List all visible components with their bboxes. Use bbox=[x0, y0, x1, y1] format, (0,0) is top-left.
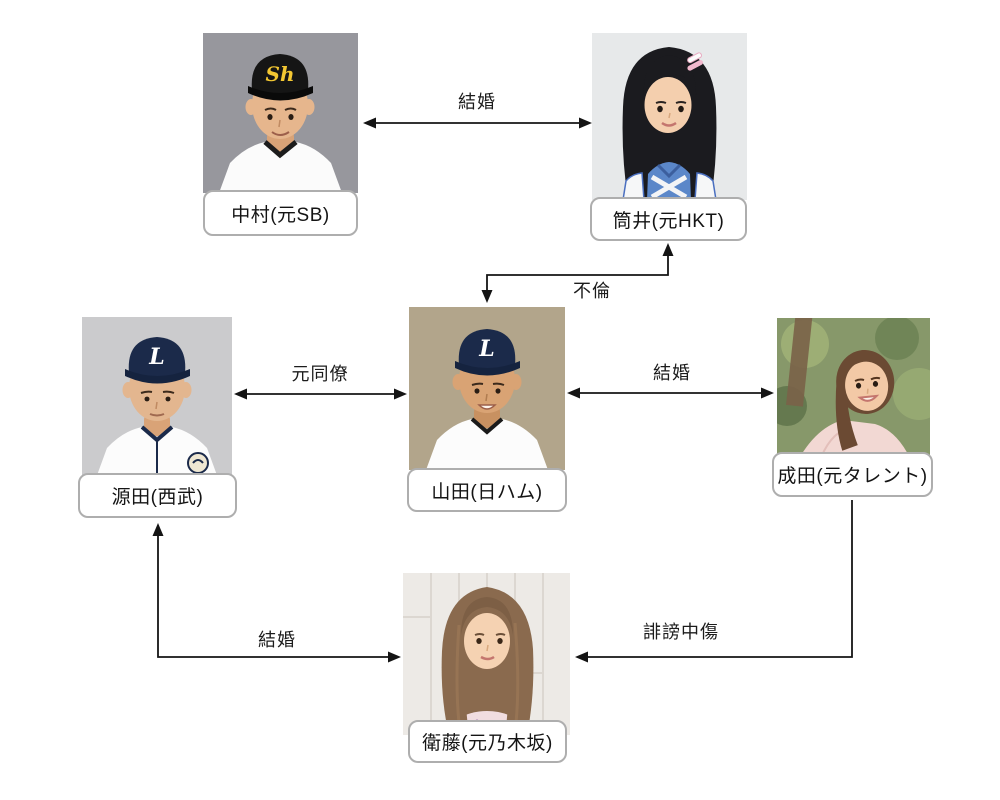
person-card-yamada: L 山田(日ハム) bbox=[407, 307, 567, 512]
person-card-tsutsui: 筒井(元HKT) bbox=[590, 33, 747, 241]
eto-name-label: 衛藤(元乃木坂) bbox=[408, 720, 567, 763]
narita-photo bbox=[777, 318, 930, 470]
narita-head bbox=[835, 350, 895, 451]
person-card-eto: 衛藤(元乃木坂) bbox=[403, 573, 570, 763]
nakamura-name-label: 中村(元SB) bbox=[203, 190, 358, 236]
yamada-photo: L bbox=[409, 307, 565, 470]
eto-photo bbox=[403, 573, 570, 735]
tsutsui-name-label: 筒井(元HKT) bbox=[590, 197, 747, 241]
label-tsutsui-yamada: 不倫 bbox=[573, 281, 611, 301]
label-genda-yamada: 元同僚 bbox=[291, 364, 349, 384]
tsutsui-photo bbox=[592, 33, 747, 200]
edge-yamada-narita bbox=[567, 387, 774, 399]
nakamura-photo: Sh bbox=[203, 33, 358, 193]
genda-cap-logo: L bbox=[148, 344, 164, 370]
person-card-narita: 成田(元タレント) bbox=[772, 318, 933, 497]
yamada-name-label: 山田(日ハム) bbox=[407, 468, 567, 512]
narita-name-label: 成田(元タレント) bbox=[772, 452, 933, 497]
edge-nakamura-tsutsui bbox=[363, 117, 592, 129]
genda-photo: L bbox=[82, 317, 232, 478]
nakamura-cap-logo: Sh bbox=[266, 62, 295, 86]
person-card-nakamura: Sh 中村(元SB) bbox=[203, 33, 358, 236]
tsutsui-hair-clips bbox=[687, 52, 704, 71]
person-card-genda: L 源田(西武) bbox=[78, 317, 237, 518]
yamada-cap-logo: L bbox=[478, 336, 494, 362]
genda-name-label: 源田(西武) bbox=[78, 473, 237, 518]
edge-genda-yamada bbox=[234, 388, 407, 400]
label-eto-genda: 結婚 bbox=[258, 630, 296, 650]
label-nakamura-tsutsui: 結婚 bbox=[458, 92, 496, 112]
label-narita-eto: 誹謗中傷 bbox=[643, 622, 719, 642]
label-yamada-narita: 結婚 bbox=[653, 363, 691, 383]
